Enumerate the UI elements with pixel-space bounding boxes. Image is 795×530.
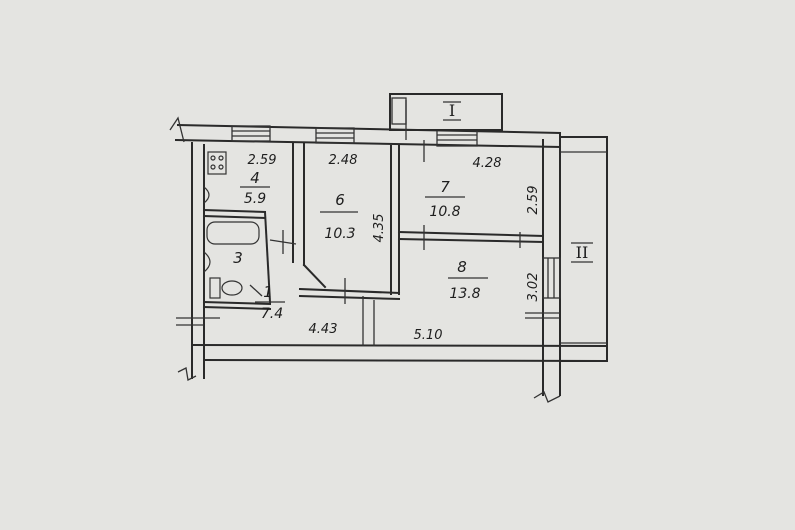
room-labels: 4 5.9 6 10.3 7 10.8 8 13.8 3 1 7.4 xyxy=(233,169,488,322)
interior-walls xyxy=(176,140,560,346)
dim-room8-depth: 3.02 xyxy=(526,273,541,302)
room-8-area: 13.8 xyxy=(449,286,480,302)
balcony-label-ii: II xyxy=(576,243,589,262)
room-3-number: 3 xyxy=(233,249,243,267)
sink-icon xyxy=(203,186,210,204)
dim-room7-depth: 2.59 xyxy=(526,186,541,215)
balcony-right xyxy=(542,136,608,362)
stove-icon xyxy=(207,151,227,175)
room-6-area: 10.3 xyxy=(324,226,355,242)
room-4-number: 4 xyxy=(250,169,260,187)
room-6-number: 6 xyxy=(335,191,345,209)
room-7-area: 10.8 xyxy=(429,204,460,220)
dim-room4-width: 2.59 xyxy=(248,153,277,168)
dim-hall-width: 4.43 xyxy=(309,322,338,337)
washbasin-icon xyxy=(203,251,211,273)
dim-room6-width: 2.48 xyxy=(329,153,358,168)
fixtures xyxy=(203,151,260,299)
dimension-labels: 2.59 2.48 4.28 2.59 4.35 3.02 4.43 5.10 xyxy=(248,153,541,343)
balcony-label-i: I xyxy=(449,101,455,120)
room-4-area: 5.9 xyxy=(244,191,266,207)
dim-room7-width: 4.28 xyxy=(473,156,502,171)
bathtub-icon xyxy=(206,221,260,245)
room-1-area: 7.4 xyxy=(261,306,283,322)
room-7-number: 7 xyxy=(440,178,450,196)
dim-room6-depth: 4.35 xyxy=(372,214,387,243)
toilet-icon xyxy=(209,277,221,299)
room-1-number: 1 xyxy=(263,283,273,301)
balcony-top xyxy=(389,93,503,140)
room-8-number: 8 xyxy=(457,258,467,276)
balcony-labels: I II xyxy=(443,101,593,263)
dim-room8-width: 5.10 xyxy=(414,328,443,343)
top-windows xyxy=(231,125,478,147)
